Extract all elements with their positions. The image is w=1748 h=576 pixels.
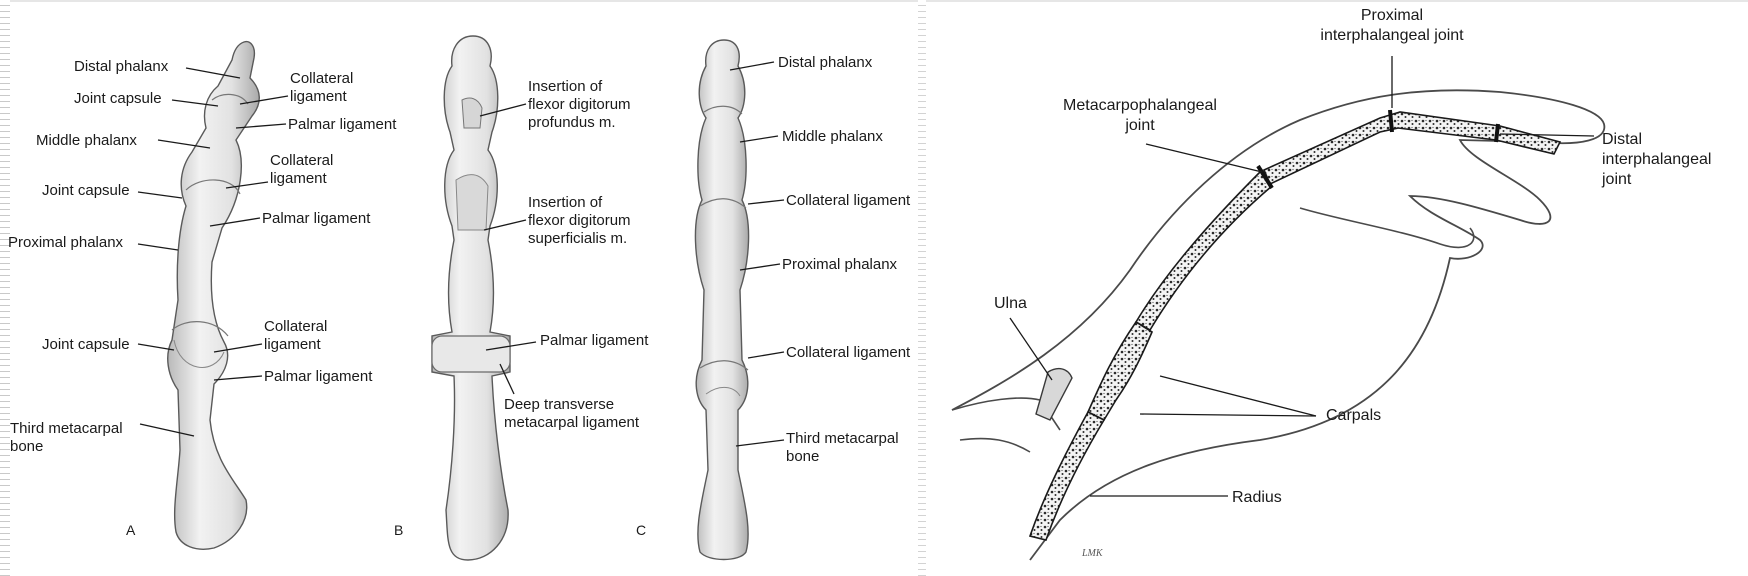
leader-b-deep [499,363,515,395]
leader-c-proximal [739,263,781,271]
label-a-joint-capsule-1: Joint capsule [74,90,162,107]
finger-c-joint-1 [703,105,743,115]
leader-a-middle [157,139,211,149]
ulna-bone [1035,367,1073,421]
leader-a-palmar3 [213,375,263,381]
pip-joint-mark [1388,109,1394,133]
label-a-collateral-1: Collateral ligament [290,70,354,105]
radius-bone [1028,410,1106,541]
label-a-palmar-3: Palmar ligament [264,368,373,385]
label-c-collateral-2: Collateral ligament [786,344,911,361]
top-border [0,0,1748,2]
leader-a-capsule2 [137,191,183,199]
leader-a-palmar2 [209,217,261,227]
label-hand-mcp: Metacarpophalangeal joint [1063,97,1217,134]
leader-h-mcp [1145,143,1263,173]
label-a-middle-phalanx: Middle phalanx [36,132,137,149]
label-b-profundus: Insertion of flexor digitorum profundus … [528,78,631,131]
panel-letter-c: C [636,522,647,538]
divider-rule [918,0,926,576]
leader-c-distal [729,61,775,71]
superficialis-insertion [455,174,489,231]
leader-b-profundus [479,103,527,117]
thumb-outline [1299,207,1475,249]
hand-outline [951,89,1606,561]
leader-c-coll1 [747,199,785,205]
hand-illustration: LMK [951,89,1606,561]
label-c-distal-phalanx: Distal phalanx [778,54,873,71]
leader-a-distal [185,67,241,79]
label-a-collateral-2: Collateral ligament [270,152,334,187]
label-hand-pip: Proximal interphalangeal joint [1320,7,1464,44]
palmar-plate-b [431,335,511,373]
leader-c-metacarpal [735,439,785,447]
label-b-deep-transverse: Deep transverse metacarpal ligament [504,396,640,431]
finger-view-a [167,40,260,550]
leader-b-superficialis [483,219,527,231]
finger-a-joint-3 [171,321,229,337]
label-b-superficialis: Insertion of flexor digitorum superficia… [528,194,631,247]
label-hand-ulna: Ulna [994,295,1027,312]
label-hand-dip: Distal interphalangeal joint [1602,131,1712,188]
leader-a-coll1 [239,95,289,105]
phalanges-chain [1262,111,1562,186]
label-c-middle-phalanx: Middle phalanx [782,128,883,145]
profundus-insertion [461,97,483,129]
dip-joint-mark [1494,123,1500,143]
leader-h-ulna [1009,317,1053,381]
finger-a-joint-2 [185,179,241,195]
label-a-palmar-1: Palmar ligament [288,116,397,133]
label-c-third-metacarpal: Third metacarpal bone [786,430,899,465]
leader-a-capsule3 [137,343,175,351]
leader-h-carpals-1 [1159,375,1317,417]
leader-a-coll2 [225,181,269,189]
mcp-joint-mark [1256,164,1274,190]
label-hand-carpals: Carpals [1326,407,1382,424]
leader-a-metacarpal [139,423,195,437]
finger-a-capsule-3 [173,339,225,368]
label-a-distal-phalanx: Distal phalanx [74,58,169,75]
label-b-palmar-ligament: Palmar ligament [540,332,649,349]
label-a-proximal-phalanx: Proximal phalanx [8,234,124,251]
leader-a-palmar1 [235,123,287,129]
label-hand-radius: Radius [1232,489,1282,506]
panel-letter-a: A [126,522,136,538]
leader-a-coll3 [213,343,263,353]
carpal-bones [1086,320,1154,422]
finger-a-bone [167,40,260,550]
finger-a-joint-1 [211,93,249,105]
label-a-joint-capsule-2: Joint capsule [42,182,130,199]
label-a-third-metacarpal: Third metacarpal bone [10,420,123,455]
label-a-joint-capsule-3: Joint capsule [42,336,130,353]
leader-a-capsule1 [171,99,219,107]
leader-h-dip [1499,133,1595,137]
artist-signature: LMK [1081,548,1104,559]
finger-c-bone [694,39,750,561]
finger-b-bone [431,35,511,561]
finger-c-joint-3 [699,360,749,371]
label-a-palmar-2: Palmar ligament [262,210,371,227]
leader-a-proximal [137,243,179,251]
leader-lines [137,56,1595,497]
left-edge-rule [0,0,10,576]
label-a-collateral-3: Collateral ligament [264,318,328,353]
label-c-proximal-phalanx: Proximal phalanx [782,256,898,273]
forearm-outline [951,397,1061,453]
finger-view-b [431,35,511,561]
finger-c-joint-2 [699,198,747,209]
leader-b-palmar [485,341,537,351]
panel-letter-b: B [394,522,404,538]
leader-c-coll2 [747,351,785,359]
finger-view-c [694,39,750,561]
leader-h-carpals-2 [1139,413,1317,417]
leader-c-middle [739,135,779,143]
label-c-collateral-1: Collateral ligament [786,192,911,209]
metacarpal-bone [1134,168,1274,332]
finger-c-joint-4 [705,387,741,397]
